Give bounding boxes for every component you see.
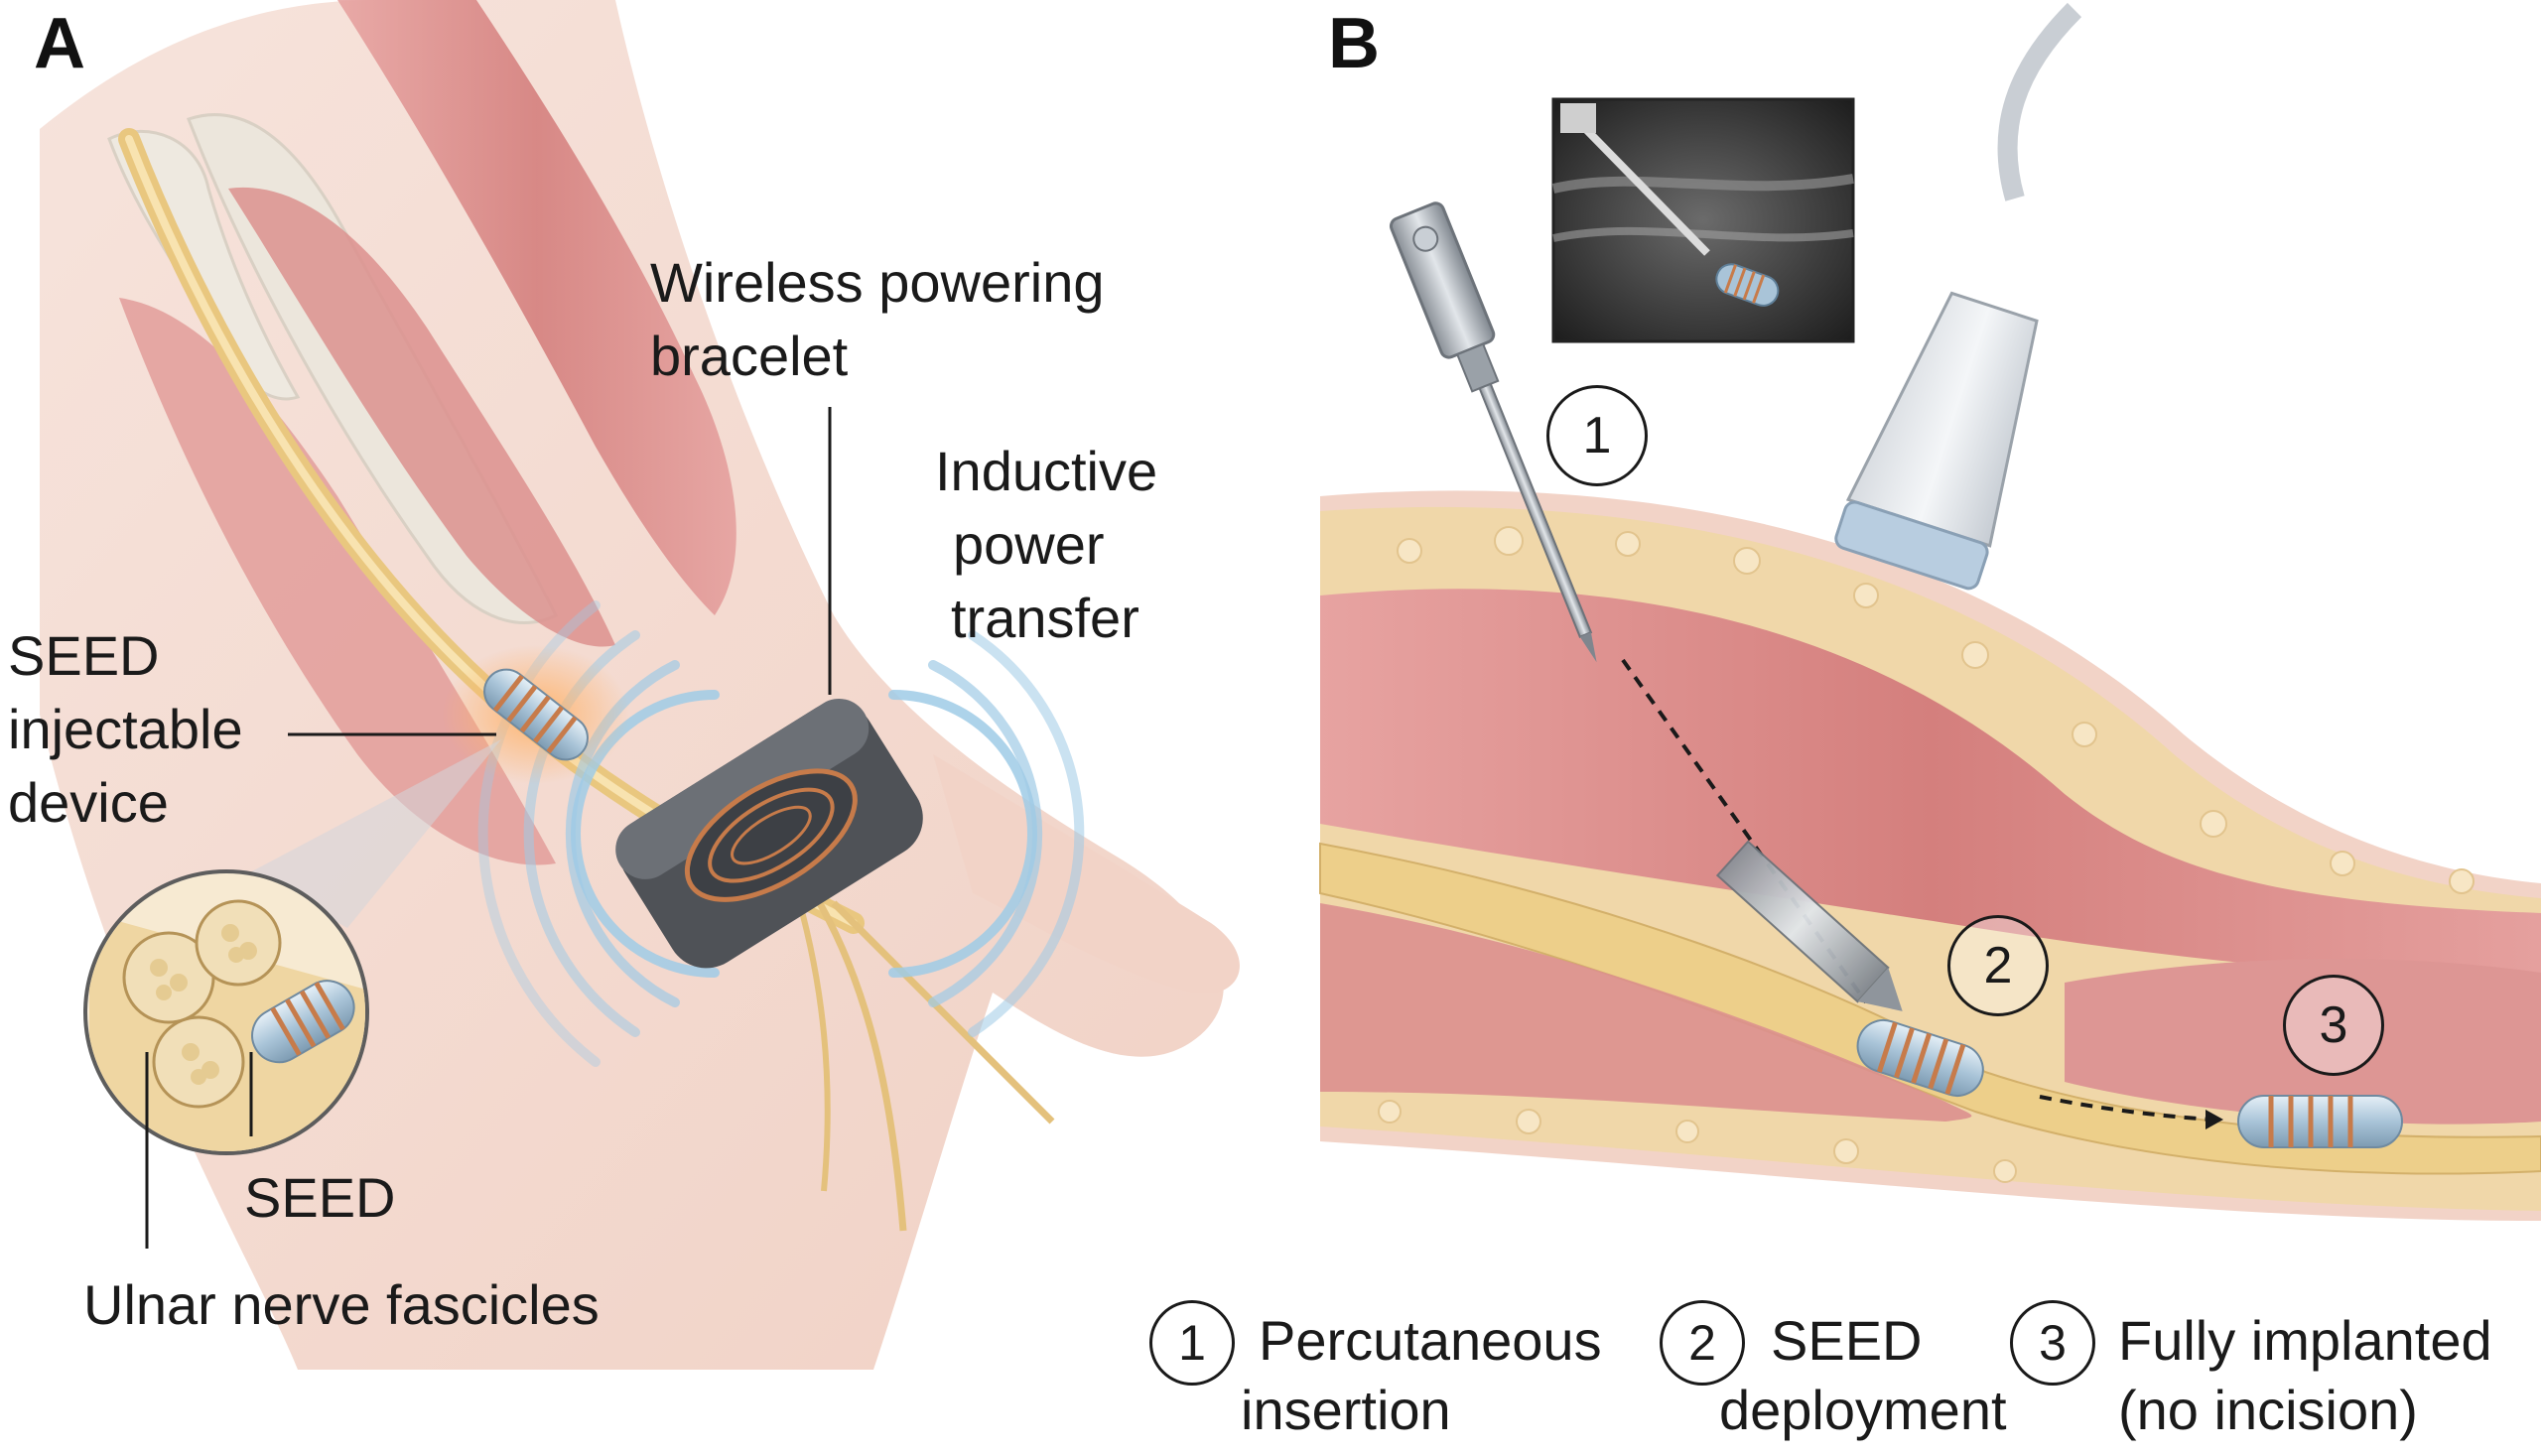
hand-fingers [933, 754, 1240, 994]
seed-device-label-line3: device [8, 771, 169, 834]
fat-texture [1378, 526, 2474, 1183]
legend-step-1-text: Percutaneous insertion [1241, 1306, 1602, 1445]
seed-device-label: SEED injectable device [8, 619, 243, 840]
inductive-label-line3: transfer [951, 587, 1139, 649]
bracelet-label: Wireless powering bracelet [650, 246, 1105, 393]
panel-b-illustration [1319, 2, 2541, 1221]
ultrasound-image [1551, 97, 1855, 343]
seed-migration-arrowhead [2206, 1110, 2223, 1129]
nerve-branch-3 [791, 882, 831, 1192]
step-1-marker: 1 [1546, 385, 1648, 486]
inductive-label: Inductive power transfer [935, 435, 1157, 655]
forearm-muscle-upper [337, 0, 736, 615]
step-3-marker: 3 [2283, 975, 2384, 1076]
legend-step-2-line1: SEED [1771, 1309, 1923, 1372]
step-2-marker: 2 [1947, 915, 2049, 1016]
legend-step-1-circle: 1 [1149, 1300, 1235, 1386]
inductive-label-line2: power [953, 513, 1105, 576]
fascicles-label: Ulnar nerve fascicles [83, 1273, 600, 1336]
seed-deployed [1856, 1018, 1984, 1098]
panel-b-letter: B [1328, 4, 1380, 83]
seed-device-label-line1: SEED [8, 624, 160, 687]
legend-step-3-line1: Fully implanted [2118, 1309, 2492, 1372]
nerve-branch-2 [831, 900, 1055, 1125]
ultrasound-probe [1834, 2, 2082, 591]
legend-step-3-text: Fully implanted (no incision) [2118, 1306, 2492, 1445]
syringe-needle [1389, 201, 1597, 663]
tissue-muscle-upper [1320, 589, 2541, 983]
inset-seed-label: SEED [244, 1166, 396, 1229]
inset-seed-device [251, 980, 355, 1064]
fascicle-2 [195, 899, 282, 987]
deployment-sheath [1715, 840, 1903, 1011]
seed-migration-arrow [2039, 1095, 2214, 1122]
nerve-cross-section-inset [83, 869, 369, 1155]
legend-step-1-line1: Percutaneous [1259, 1309, 1602, 1372]
needle-trajectory [1621, 658, 1868, 1004]
tissue-muscle-lower [1320, 903, 1972, 1122]
panel-a-letter: A [34, 4, 85, 83]
seed-implanted [2237, 1095, 2403, 1148]
legend-step-3-line2: (no incision) [2118, 1379, 2418, 1441]
wireless-bracelet [615, 699, 923, 969]
inductive-label-line1: Inductive [935, 440, 1158, 502]
legend-step-2-text: SEED deployment [1719, 1306, 2007, 1445]
bracelet-label-line1: Wireless powering [650, 251, 1105, 314]
legend-step-2-line2: deployment [1719, 1379, 2007, 1441]
inset-cone [248, 739, 501, 928]
nerve-branch-1 [810, 891, 907, 1232]
legend-step-2-circle: 2 [1660, 1300, 1745, 1386]
fascicle-3 [152, 1015, 245, 1109]
forearm-muscle-middle [228, 187, 615, 647]
seed-device-label-line2: injectable [8, 698, 243, 760]
panel-a-illustration [40, 0, 1240, 1370]
legend-step-1-line2: insertion [1241, 1379, 1451, 1441]
bracelet-label-line2: bracelet [650, 325, 849, 387]
legend-step-3-circle: 3 [2010, 1300, 2095, 1386]
